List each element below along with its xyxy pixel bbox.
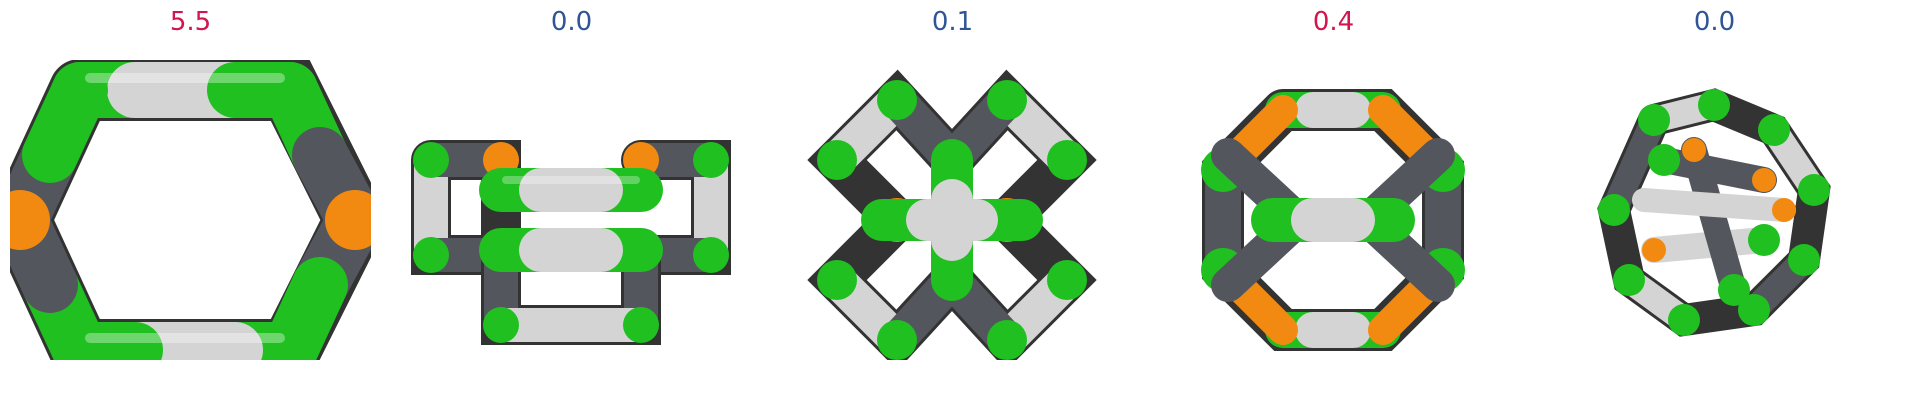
hexagonal-ring-molecule-icon <box>10 60 371 360</box>
panel-1: 5.5 <box>0 0 381 416</box>
tangled-cage-molecule-icon <box>1597 88 1831 337</box>
score-label: 5.5 <box>169 7 212 37</box>
score-label: 0.0 <box>1693 7 1736 37</box>
score-label: 0.0 <box>550 7 593 37</box>
stacked-cage-molecule-icon <box>411 140 731 345</box>
panel-2: 0.0 <box>381 0 762 416</box>
panel-3: 0.1 <box>762 0 1143 416</box>
score-label: 0.1 <box>931 7 974 37</box>
panel-5: 0.0 <box>1524 0 1905 416</box>
panel-4: 0.4 <box>1143 0 1524 416</box>
hexagonal-prism-cage-molecule-icon <box>1201 89 1465 351</box>
score-label: 0.4 <box>1312 7 1355 37</box>
cross-shaped-cage-molecule-icon <box>807 69 1097 360</box>
